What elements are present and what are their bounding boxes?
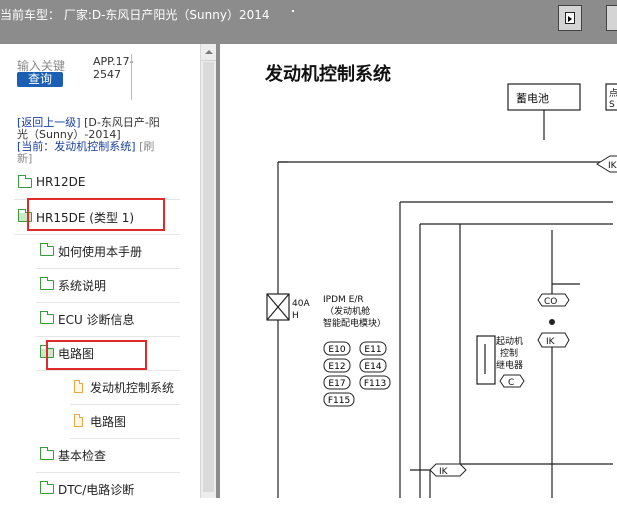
ik-label-mid: IK — [546, 337, 556, 347]
row-divider — [14, 234, 180, 235]
fuse-box — [266, 293, 290, 321]
tree-label: 电路图 — [90, 415, 127, 429]
tree-label: 发动机控制系统 — [90, 381, 175, 395]
corner-label-2: S — [609, 100, 615, 110]
page-icon — [74, 380, 83, 393]
tree-label: HR12DE — [36, 175, 86, 189]
scroll-thumb[interactable] — [203, 62, 214, 492]
search-input[interactable]: 输入关键 — [17, 59, 66, 73]
diagram-canvas: 发动机控制系统 蓄电池 点 S 40A H IPDM E/R （发动机舱 智能配… — [264, 63, 617, 498]
vehicle-title: 当前车型： 厂家:D-东风日产阳光（Sunny）2014 — [0, 8, 270, 22]
co-label: CO — [544, 297, 557, 307]
tree-label: 如何使用本手册 — [58, 245, 143, 259]
connector-pill — [323, 341, 351, 356]
connector-label: E14 — [364, 362, 381, 372]
row-divider — [36, 302, 180, 303]
ipdm-label-3: 智能配电模块） — [323, 317, 386, 329]
back-link[interactable]: [返回上一级] — [17, 116, 81, 129]
separator-dot — [292, 10, 294, 12]
ipdm-label-2: （发动机舱 — [325, 305, 370, 317]
connector-label: E10 — [328, 345, 345, 355]
highlight-box — [46, 340, 147, 370]
corner-label: 点 — [609, 88, 617, 99]
corner-box — [605, 83, 617, 111]
tree-label: DTC/电路诊断 — [58, 483, 135, 497]
play-icon — [565, 12, 575, 24]
tree-label: 系统说明 — [58, 279, 107, 293]
folder-icon — [40, 447, 54, 460]
toolbar-button[interactable] — [606, 5, 617, 31]
breadcrumb-current: [当前：发动机控制系统] [刷 新] — [17, 141, 193, 165]
junction-dot — [549, 319, 555, 325]
c-label: C — [508, 378, 514, 388]
relay-label-2: 控制 — [500, 347, 518, 359]
folder-icon — [18, 175, 32, 188]
tree-label: 电路图 — [58, 347, 95, 361]
connector-pill — [323, 392, 355, 407]
wiring-diagram: 发动机控制系统 蓄电池 点 S 40A H IPDM E/R （发动机舱 智能配… — [220, 44, 617, 498]
folder-icon — [40, 311, 54, 324]
connector-pill — [359, 375, 391, 390]
search-button[interactable]: 查询 — [17, 72, 63, 87]
connector-label: F115 — [328, 396, 350, 406]
ik-label-top: IK — [608, 161, 617, 171]
play-button[interactable] — [558, 5, 582, 31]
connector-pill — [359, 341, 387, 356]
connector-label: E12 — [328, 362, 345, 372]
fuse-rating: 40A — [292, 299, 310, 309]
folder-icon — [40, 277, 54, 290]
tree-label: ECU 诊断信息 — [58, 313, 135, 327]
connector-pill — [359, 358, 387, 373]
breadcrumb-up: [返回上一级] [D-东风日产-阳 光（Sunny）-2014] — [17, 117, 193, 141]
code-text: APP.17- — [93, 55, 134, 68]
sidebar — [0, 44, 200, 498]
connector-label: E11 — [364, 345, 381, 355]
refresh-link-2[interactable]: 新] — [17, 152, 33, 165]
current-location: [当前：发动机控制系统] — [17, 140, 136, 153]
connector-label: E17 — [328, 379, 345, 389]
ik-tag-bottom — [429, 463, 467, 477]
refresh-link[interactable]: [刷 — [135, 140, 155, 153]
row-divider — [70, 404, 180, 405]
ipdm-label: IPDM E/R — [323, 295, 364, 305]
code-text: 2547 — [93, 68, 121, 81]
connector-pill — [323, 375, 351, 390]
relay-box — [476, 335, 496, 385]
ik-label-bottom: IK — [439, 467, 449, 477]
ik-tag-mid — [537, 332, 570, 348]
ik-tag-top — [596, 155, 617, 173]
tree-label: HR15DE (类型 1) — [36, 211, 135, 225]
back-path-2: 光（Sunny）-2014] — [17, 128, 121, 141]
c-tag — [499, 374, 525, 388]
back-path: [D-东风日产-阳 — [80, 116, 160, 129]
connector-label: F113 — [364, 379, 386, 389]
row-divider — [36, 268, 180, 269]
page-icon — [74, 414, 83, 427]
diagram-title: 发动机控制系统 — [264, 63, 391, 85]
folder-icon — [40, 243, 54, 256]
fuse-code: H — [292, 311, 299, 321]
highlight-box — [27, 198, 165, 231]
pane-divider[interactable] — [216, 44, 220, 498]
relay-label-3: 继电器 — [496, 359, 523, 371]
co-tag — [537, 293, 570, 307]
battery-label: 蓄电池 — [516, 92, 549, 105]
row-divider — [36, 472, 180, 473]
tree-label: 基本检查 — [58, 449, 107, 463]
row-divider — [36, 336, 180, 337]
connector-pill — [323, 358, 351, 373]
row-divider — [70, 438, 180, 439]
scroll-up-arrow-icon[interactable] — [201, 44, 216, 61]
code-divider — [131, 54, 132, 100]
sidebar-scrollbar[interactable] — [200, 44, 216, 498]
row-divider — [36, 370, 180, 371]
title-bar: 当前车型： 厂家:D-东风日产阳光（Sunny）2014 — [0, 0, 617, 44]
relay-label: 起动机 — [496, 335, 523, 347]
folder-icon — [40, 481, 54, 494]
folder-open-icon — [18, 209, 32, 222]
